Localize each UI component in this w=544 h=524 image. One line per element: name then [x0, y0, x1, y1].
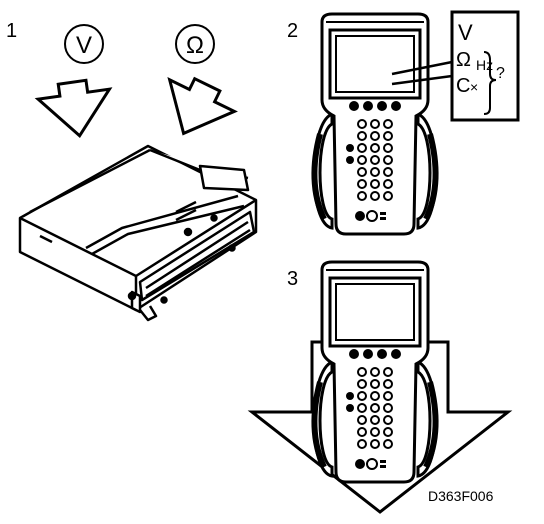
figure-code: D363F006 [428, 488, 494, 504]
scan-tool-step-2 [314, 14, 436, 234]
step-1-label: 1 [6, 20, 17, 42]
callout-leader [391, 60, 453, 86]
svg-text:Ω: Ω [456, 49, 471, 71]
svg-text:Ω: Ω [186, 32, 204, 59]
svg-text:?: ? [496, 65, 505, 82]
callout-box: V Ω Hz C × ? [450, 10, 520, 122]
svg-text:V: V [76, 32, 92, 59]
down-arrow-left-icon [34, 78, 113, 139]
svg-text:×: × [470, 79, 478, 95]
ohm-symbol: Ω [175, 24, 215, 64]
step-3-label: 3 [287, 268, 298, 290]
svg-text:C: C [456, 75, 470, 97]
control-module-illustration [18, 144, 258, 322]
svg-text:V: V [458, 20, 473, 45]
down-arrow-right-icon [167, 76, 238, 136]
svg-text:Hz: Hz [476, 57, 493, 73]
volt-symbol: V [64, 24, 104, 64]
step-2-label: 2 [287, 20, 298, 42]
